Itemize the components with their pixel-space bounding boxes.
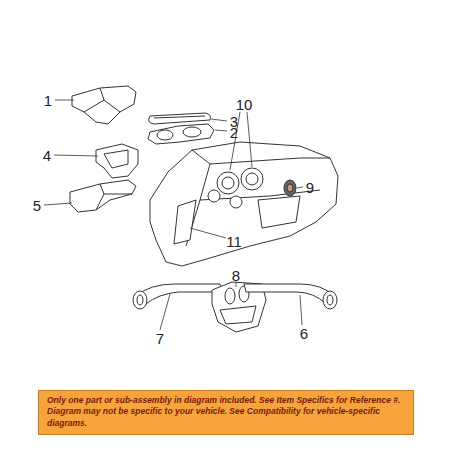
- callout-number: 9: [306, 180, 314, 195]
- instrument-panel: [150, 142, 338, 266]
- leader-lines: [44, 100, 303, 330]
- notice-box: Only one part or sub-assembly in diagram…: [38, 390, 414, 435]
- duct-bracket: [96, 144, 138, 178]
- callout-number: 6: [300, 326, 308, 341]
- notice-text: Only one part or sub-assembly in diagram…: [47, 395, 405, 429]
- callout-number: 5: [33, 198, 41, 213]
- gauge: [241, 168, 263, 190]
- left-duct: [136, 284, 222, 304]
- vent-knob: [284, 180, 296, 196]
- callout-number: 8: [232, 268, 240, 283]
- callout-number: 7: [156, 331, 164, 346]
- callout-number: 2: [230, 125, 238, 140]
- callout-number: 4: [43, 148, 51, 163]
- callout-number: 10: [236, 97, 253, 112]
- gauge: [217, 172, 239, 194]
- lower-duct: [70, 180, 136, 212]
- callout-number: 1: [44, 93, 52, 108]
- right-duct: [244, 284, 334, 304]
- trim-panel: [148, 124, 214, 144]
- dash-upper-cover: [72, 86, 136, 124]
- callout-number: 11: [226, 234, 242, 249]
- trim-strip: [149, 113, 211, 124]
